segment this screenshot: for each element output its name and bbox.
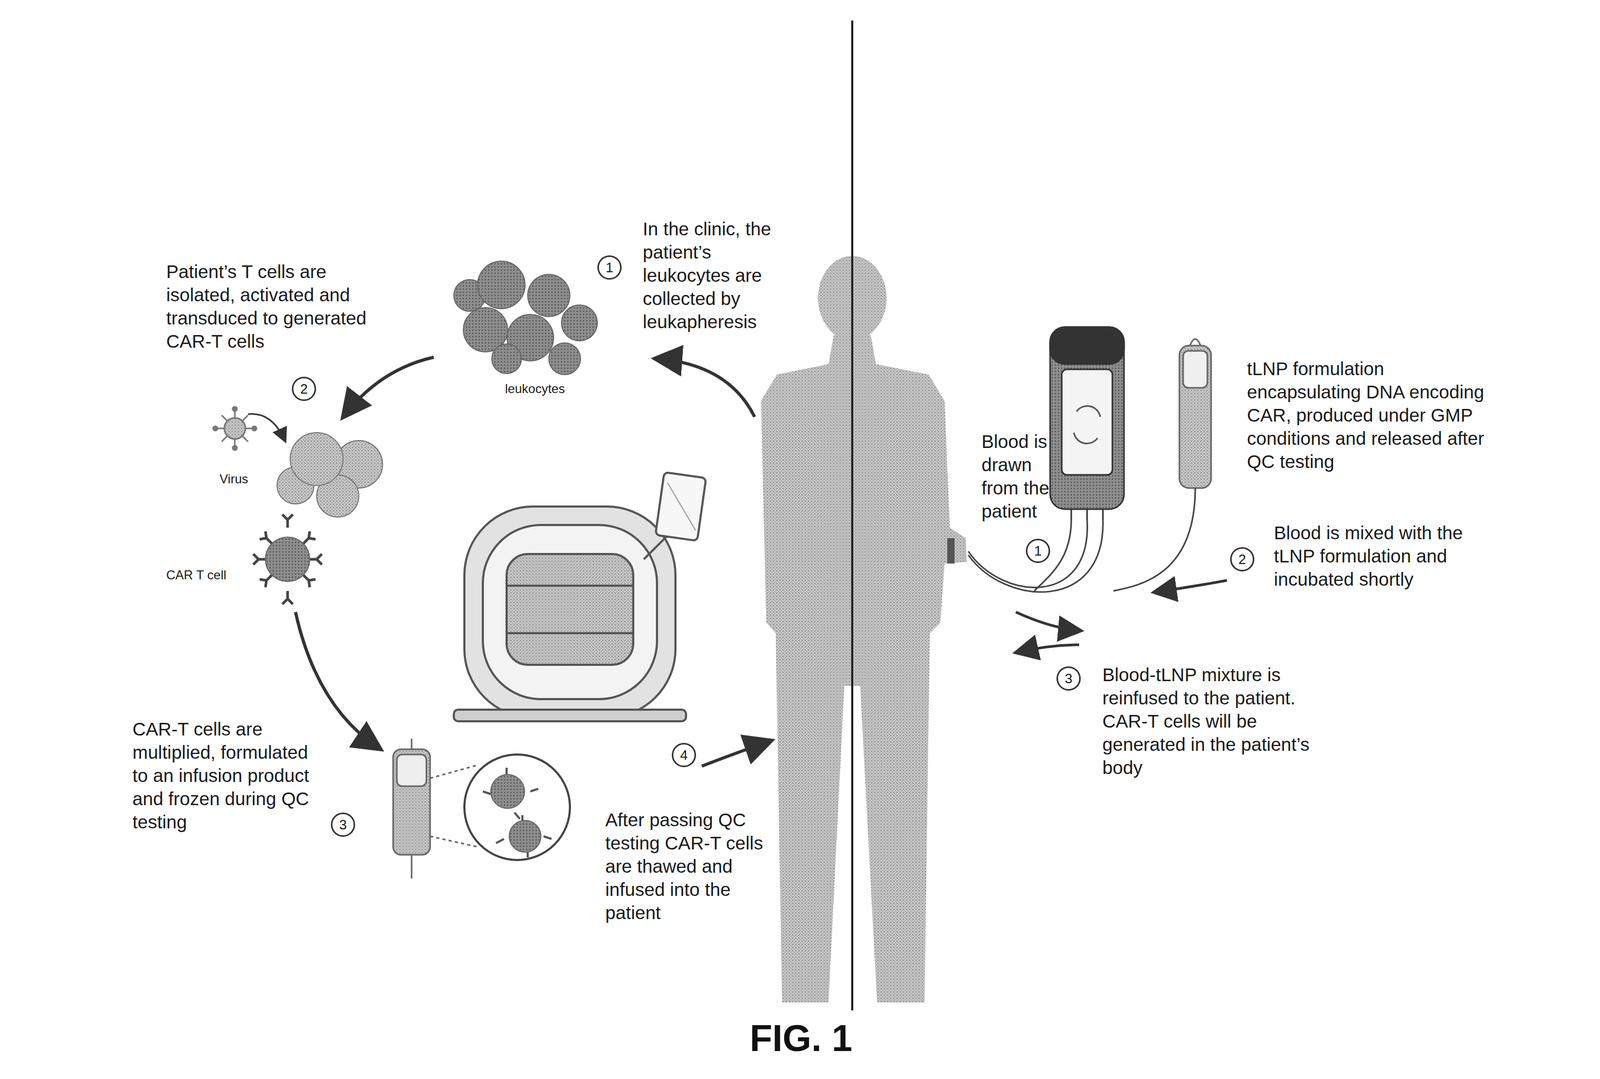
callout-circle: 2 [291, 376, 317, 402]
callout-circle: 1 [1025, 538, 1051, 564]
manufacturing-device [453, 472, 707, 722]
callout-circle: 3 [1056, 666, 1081, 691]
callout-number: 3 [1064, 671, 1073, 686]
step-description: tLNP formulation encapsulating DNA encod… [1246, 357, 1495, 474]
tlnp-bag [1179, 339, 1212, 489]
callout-number: 3 [339, 817, 347, 832]
step-description: In the clinic, the patient’s leukocytes … [642, 217, 802, 334]
magnified-car-t-cells [464, 754, 570, 861]
cell-cluster [277, 432, 383, 518]
part-label: Virus [219, 471, 268, 488]
step-description: Patient’s T cells are isolated, activate… [166, 260, 388, 354]
process-arrows-right [1015, 580, 1227, 653]
divider-line [851, 20, 854, 1011]
callout-number: 1 [605, 260, 614, 275]
car-t-cell-icon [253, 514, 322, 605]
process-arrows [295, 357, 770, 767]
step-description: CAR-T cells are multiplied, formulated t… [132, 717, 328, 834]
step-description: Blood is mixed with the tLNP formulation… [1273, 521, 1485, 592]
callout-number: 4 [680, 748, 688, 763]
part-label: leukocytes [505, 381, 574, 397]
infection-arrow [248, 414, 285, 441]
callout-number: 1 [1034, 544, 1042, 558]
callout-number: 2 [300, 382, 308, 396]
callout-circle: 3 [330, 812, 356, 837]
figure-caption: FIG. 1 [749, 1018, 853, 1060]
patient-silhouette [760, 255, 967, 1003]
step-description: After passing QC testing CAR-T cells are… [605, 808, 764, 925]
callout-circle: 2 [1230, 547, 1255, 572]
callout-circle: 4 [671, 743, 697, 768]
callout-number: 2 [1238, 552, 1246, 567]
callout-circle: 1 [597, 255, 622, 280]
part-label: CAR T cell [166, 567, 241, 584]
leukocytes-cluster [453, 261, 598, 375]
blood-processing-bag [1050, 327, 1125, 520]
step-description: Blood is drawn from the patient [981, 430, 1061, 523]
step-description: Blood-tLNP mixture is reinfused to the p… [1102, 663, 1314, 780]
